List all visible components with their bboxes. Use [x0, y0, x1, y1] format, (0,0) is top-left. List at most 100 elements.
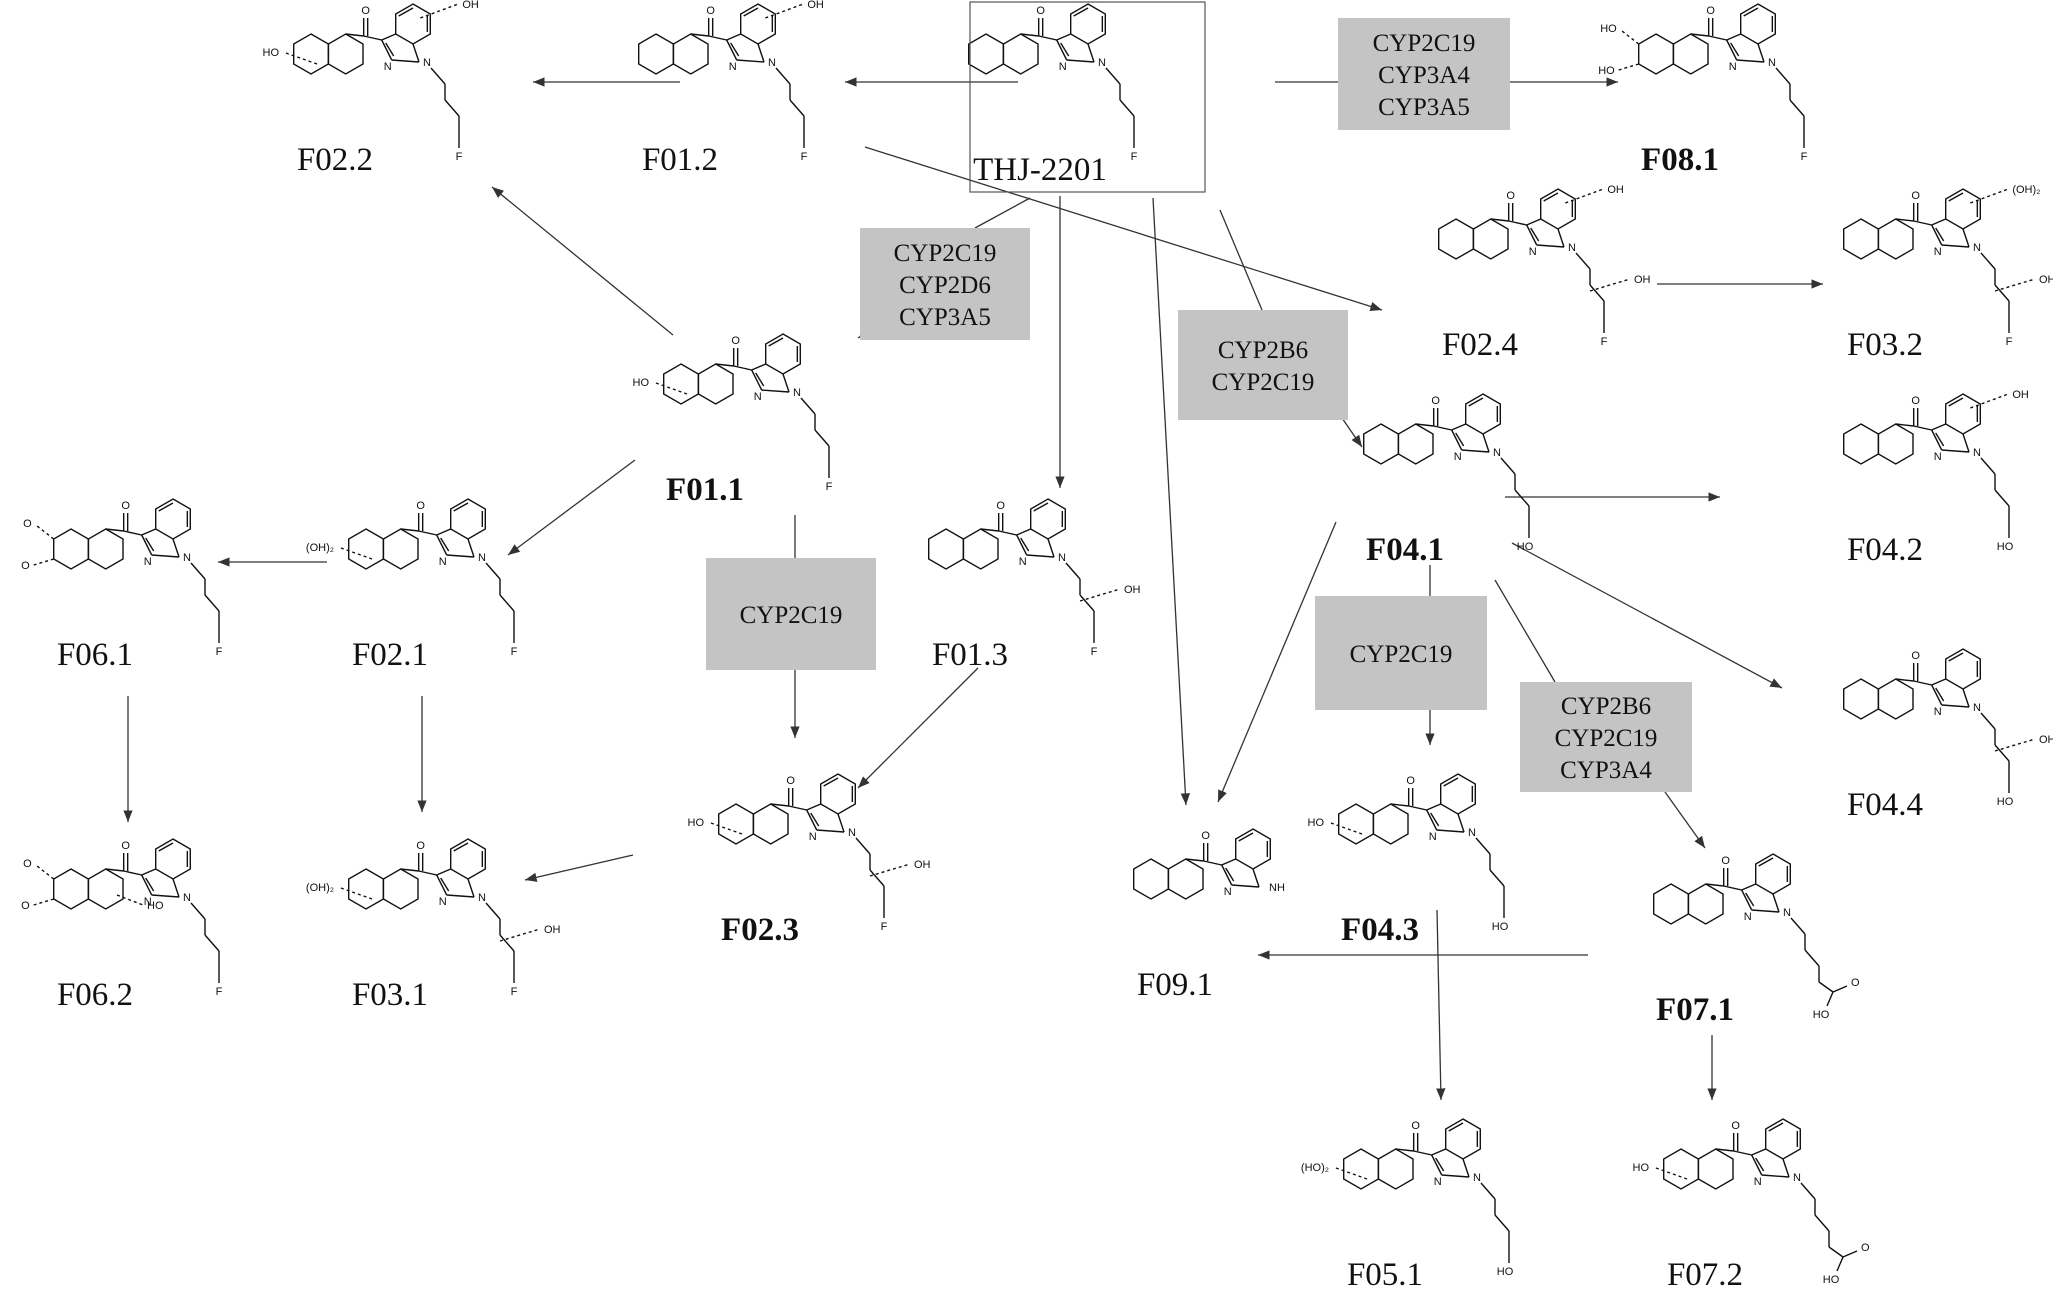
bond [788, 805, 807, 811]
dashed-bond [35, 524, 55, 540]
bond [436, 528, 451, 536]
alkyl-chain-bond [204, 934, 220, 952]
bond [1745, 892, 1755, 907]
alkyl-chain-bond [1790, 917, 1806, 935]
bond [1415, 423, 1434, 427]
bond [1203, 860, 1222, 866]
alkyl-chain-bond [499, 934, 515, 952]
atom-label: (OH)₂ [306, 542, 334, 554]
bond [1726, 39, 1738, 61]
naphthalene-ring-left [53, 528, 90, 570]
bond [1026, 554, 1055, 558]
metabolite-nodes: NONFTHJ-2201NONFOHF01.2NONFOHHOF02.2NONF… [21, 0, 2053, 1293]
bond [1935, 227, 1945, 242]
bond [1751, 1148, 1766, 1156]
atom-label: O [1431, 395, 1440, 407]
naphthalene-ring-right [1397, 423, 1434, 465]
alkyl-chain-bond [1994, 489, 2010, 507]
naphthalene-ring-left [1342, 1148, 1380, 1190]
metabolite-label: F01.3 [932, 637, 1008, 673]
bond [1038, 35, 1057, 41]
dashed-bond [337, 546, 373, 560]
bond [1931, 678, 1946, 686]
atom-label: O [786, 775, 795, 787]
atom-label: O [21, 900, 30, 912]
bond [440, 537, 450, 552]
atom-label: N [793, 387, 801, 399]
alkyl-chain-bond [1789, 99, 1805, 117]
atom-label: O [1411, 1120, 1420, 1132]
bond [1490, 218, 1509, 222]
bond [1931, 423, 1946, 431]
naphthalene-ring-right [1687, 883, 1724, 925]
naphthalene-ring-left [348, 868, 385, 910]
metabolite-label: F08.1 [1641, 142, 1719, 178]
bond [1726, 33, 1741, 41]
atom-label: HO [1517, 541, 1534, 553]
alkyl-chain-bond [1994, 744, 2010, 762]
bond [1185, 858, 1204, 862]
alkyl-chain-bond [800, 397, 816, 415]
atom-label: N [1454, 451, 1462, 463]
metabolite-label: F05.1 [1347, 1257, 1423, 1293]
alkyl-chain-bond [1494, 1214, 1510, 1232]
naphthalene-ring-right [1672, 33, 1709, 75]
naphthalene-ring-left [928, 528, 965, 570]
bond [1761, 1174, 1790, 1178]
bond [446, 554, 475, 558]
atom-label: O [1406, 775, 1415, 787]
naphthalene-ring-right [1372, 803, 1409, 845]
bond [1526, 218, 1541, 226]
arrow-F04.3-F05.1 [1436, 909, 1446, 1101]
aromatic-bond [158, 502, 174, 512]
atom-label: N [183, 552, 191, 564]
bond [151, 554, 180, 558]
bond [1060, 42, 1070, 57]
bond [363, 35, 382, 41]
bond [726, 39, 738, 61]
alkyl-chain-bond [1514, 489, 1530, 507]
indazole-benzene-ring [1754, 853, 1792, 895]
atom-label: N [1493, 447, 1501, 459]
bond [1962, 688, 1970, 708]
indazole-benzene-ring [1234, 828, 1272, 870]
dashed-bond [1970, 393, 2009, 409]
aromatic-bond [1073, 7, 1089, 17]
atom-label: O [1201, 830, 1210, 842]
enzyme-name: CYP2B6 [1561, 693, 1651, 720]
atom-label: O [416, 840, 425, 852]
metabolite-label: F06.2 [57, 977, 133, 1013]
atom-label: O [21, 560, 30, 572]
atom-label: NH [1269, 882, 1285, 894]
alkyl-chain-bond [1980, 457, 1996, 475]
indazole-benzene-ring [1439, 773, 1477, 815]
enzyme-box-bg [860, 228, 1030, 340]
bond [1741, 889, 1753, 911]
atom-label: F [826, 481, 833, 493]
atom-label: HO [1633, 1162, 1650, 1174]
alkyl-chain-bond [1804, 949, 1820, 967]
bond [1757, 43, 1765, 63]
aromatic-bond [453, 502, 469, 512]
bond [1431, 1148, 1446, 1156]
naphthalene-ring-right [1472, 218, 1509, 260]
indazole-benzene-ring [1739, 3, 1777, 45]
atom-label: N [1754, 1176, 1762, 1188]
atom-label: HO [1600, 23, 1617, 35]
aromatic-bond [158, 842, 174, 852]
metabolite-label: F03.2 [1847, 327, 1923, 363]
enzyme-box-bg [1338, 18, 1510, 130]
atom-label: OH [2039, 274, 2053, 286]
dashed-bond [707, 821, 743, 835]
enzyme-box: CYP2C19 [706, 558, 876, 670]
bond [145, 537, 155, 552]
bond [105, 868, 124, 872]
bond [1395, 1148, 1414, 1152]
